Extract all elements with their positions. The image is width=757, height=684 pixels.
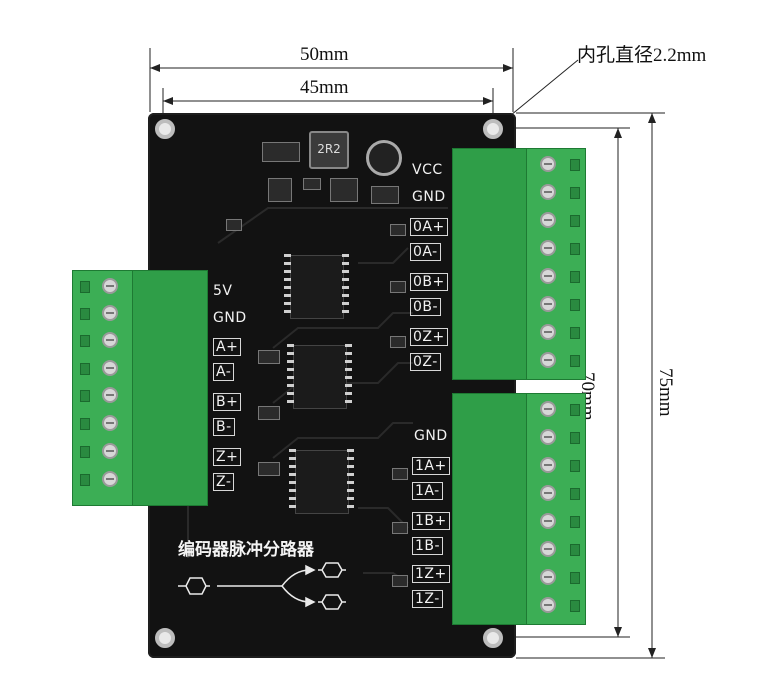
screw-icon[interactable] bbox=[540, 156, 556, 172]
smd-out-resistor bbox=[390, 336, 406, 348]
right-top-terminal-rear bbox=[526, 148, 586, 380]
left-label-b-minus: B- bbox=[213, 418, 235, 436]
ic-legs bbox=[284, 254, 354, 508]
screw-icon[interactable] bbox=[540, 485, 556, 501]
right-top-terminal-block bbox=[452, 148, 528, 380]
screw-icon[interactable] bbox=[540, 401, 556, 417]
left-terminal-rear bbox=[72, 270, 134, 506]
screw-icon[interactable] bbox=[540, 541, 556, 557]
out1-label-a-minus: 1A- bbox=[412, 482, 443, 500]
out0-label-gnd: GND bbox=[412, 189, 446, 205]
screw-icon[interactable] bbox=[102, 443, 118, 459]
screw-icon[interactable] bbox=[540, 569, 556, 585]
screw-icon[interactable] bbox=[102, 387, 118, 403]
screw-icon[interactable] bbox=[540, 457, 556, 473]
smd-resistor-a bbox=[258, 350, 280, 364]
left-label-b-plus: B+ bbox=[213, 393, 242, 411]
smd-resistor bbox=[303, 178, 321, 190]
smd-resistor-b bbox=[258, 406, 280, 420]
left-label-a-plus: A+ bbox=[213, 338, 242, 356]
pcb-traces bbox=[187, 207, 448, 584]
ldo-chip bbox=[330, 178, 358, 202]
out1-label-b-minus: 1B- bbox=[412, 537, 444, 555]
screw-icon[interactable] bbox=[540, 240, 556, 256]
smd-out-resistor bbox=[392, 575, 408, 587]
capacitor bbox=[366, 140, 402, 176]
height-outer-label: 75mm bbox=[655, 368, 676, 417]
left-terminal-block bbox=[132, 270, 208, 506]
screw-icon[interactable] bbox=[102, 415, 118, 431]
smd-out-resistor bbox=[390, 224, 406, 236]
out0-label-z-plus: 0Z+ bbox=[410, 328, 448, 346]
screw-icon[interactable] bbox=[540, 296, 556, 312]
left-label-z-plus: Z+ bbox=[213, 448, 242, 466]
width-holes-label: 45mm bbox=[300, 77, 349, 98]
right-bottom-terminal-rear bbox=[526, 393, 586, 625]
smd-cap bbox=[371, 186, 399, 204]
mount-hole-top-left bbox=[155, 119, 175, 139]
smd-out-resistor bbox=[390, 281, 406, 293]
screw-icon[interactable] bbox=[540, 324, 556, 340]
screw-icon[interactable] bbox=[102, 332, 118, 348]
smd-out-resistor bbox=[392, 522, 408, 534]
screw-icon[interactable] bbox=[540, 513, 556, 529]
hole-diameter-label: 内孔直径2.2mm bbox=[577, 45, 707, 66]
smd-resistor-z bbox=[258, 462, 280, 476]
left-label-5v: 5V bbox=[213, 283, 233, 299]
screw-icon[interactable] bbox=[540, 429, 556, 445]
left-label-z-minus: Z- bbox=[213, 473, 235, 491]
out0-label-b-minus: 0B- bbox=[410, 298, 442, 316]
smd-diode bbox=[262, 142, 300, 162]
out0-label-a-minus: 0A- bbox=[410, 243, 441, 261]
out0-label-z-minus: 0Z- bbox=[410, 353, 441, 371]
mount-hole-top-right bbox=[483, 119, 503, 139]
board-title: 编码器脉冲分路器 bbox=[178, 540, 314, 560]
out0-label-a-plus: 0A+ bbox=[410, 218, 448, 236]
ic-chip-2 bbox=[293, 345, 347, 409]
screw-icon[interactable] bbox=[540, 597, 556, 613]
screw-icon[interactable] bbox=[102, 360, 118, 376]
right-bottom-terminal-block bbox=[452, 393, 528, 625]
out0-label-b-plus: 0B+ bbox=[410, 273, 448, 291]
out1-label-a-plus: 1A+ bbox=[412, 457, 450, 475]
out1-label-z-plus: 1Z+ bbox=[412, 565, 450, 583]
screw-icon[interactable] bbox=[102, 278, 118, 294]
screw-icon[interactable] bbox=[540, 352, 556, 368]
out0-label-vcc: VCC bbox=[412, 162, 443, 178]
mount-hole-bottom-left bbox=[155, 628, 175, 648]
regulator bbox=[268, 178, 292, 202]
screw-icon[interactable] bbox=[102, 305, 118, 321]
smd-out-resistor bbox=[392, 468, 408, 480]
inductor: 2R2 bbox=[309, 131, 349, 169]
smd-led bbox=[226, 219, 242, 231]
mount-hole-bottom-right bbox=[483, 628, 503, 648]
inductor-marking: 2R2 bbox=[317, 142, 341, 156]
out1-label-gnd: GND bbox=[414, 428, 448, 444]
out1-label-b-plus: 1B+ bbox=[412, 512, 450, 530]
left-label-gnd: GND bbox=[213, 310, 247, 326]
left-label-a-minus: A- bbox=[213, 363, 235, 381]
screw-icon[interactable] bbox=[540, 184, 556, 200]
splitter-signal-icon bbox=[178, 562, 346, 610]
width-outer-label: 50mm bbox=[300, 44, 349, 65]
screw-icon[interactable] bbox=[102, 471, 118, 487]
screw-icon[interactable] bbox=[540, 268, 556, 284]
ic-chip-1 bbox=[290, 255, 344, 319]
screw-icon[interactable] bbox=[540, 212, 556, 228]
out1-label-z-minus: 1Z- bbox=[412, 590, 443, 608]
